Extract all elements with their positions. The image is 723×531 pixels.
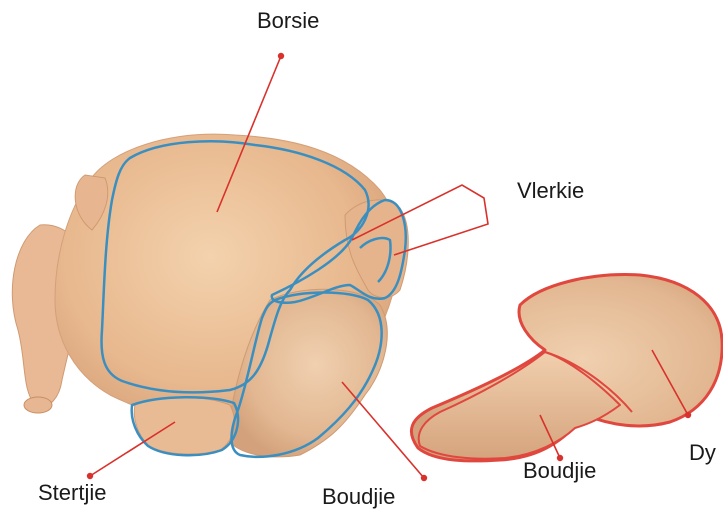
- label-boudjie-piece: Boudjie: [523, 460, 596, 482]
- chicken-leg-end: [24, 397, 52, 413]
- leader-boudjie-whole-dot: [421, 475, 427, 481]
- label-boudjie-whole: Boudjie: [322, 486, 395, 508]
- label-borsie: Borsie: [257, 10, 319, 32]
- leader-borsie-dot: [278, 53, 284, 59]
- label-vlerkie: Vlerkie: [517, 180, 584, 202]
- leader-stertjie-dot: [87, 473, 93, 479]
- label-stertjie: Stertjie: [38, 482, 106, 504]
- thigh-piece: [411, 275, 722, 461]
- label-dy: Dy: [689, 442, 716, 464]
- leader-dy-dot: [685, 412, 691, 418]
